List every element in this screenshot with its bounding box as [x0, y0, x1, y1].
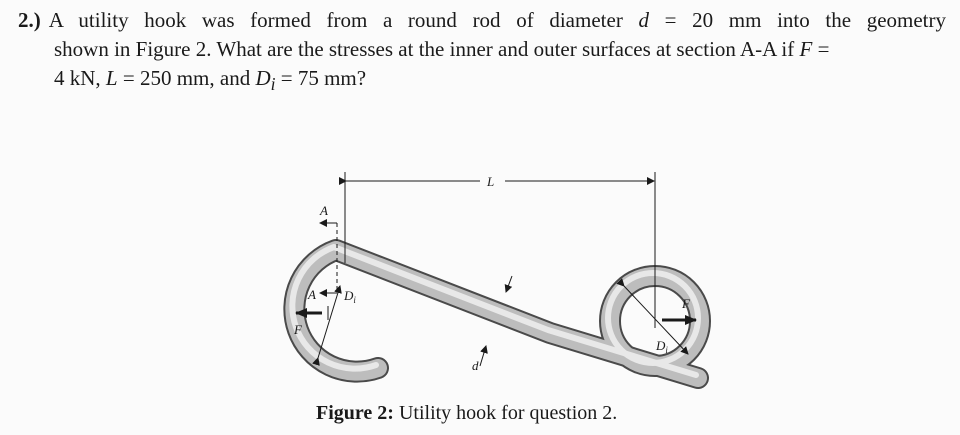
caption-prefix: Figure 2:	[316, 402, 394, 424]
var-L: L	[105, 66, 118, 90]
question-line-2: shown in Figure 2. What are the stresses…	[18, 35, 946, 64]
label-A-top: A	[319, 203, 328, 218]
dimension-Di-left	[312, 285, 342, 366]
question-line1-b: = 20 mm into the geometry	[648, 8, 947, 32]
figure-caption: Figure 2: Utility hook for question 2.	[316, 402, 617, 425]
question-line3-a: 4 kN,	[54, 66, 106, 90]
hook-figure: L A A Di F d Di F	[250, 168, 720, 393]
question-text: 2.) A utility hook was formed from a roun…	[18, 6, 946, 99]
question-line-3: 4 kN, L = 250 mm, and Di = 75 mm?	[18, 64, 946, 99]
caption-text: Utility hook for question 2.	[393, 402, 618, 424]
question-line3-c: = 75 mm?	[275, 66, 367, 90]
question-number: 2.)	[18, 8, 41, 32]
label-A-mid: A	[307, 287, 316, 302]
question-line3-b: = 250 mm, and	[117, 66, 256, 90]
var-D: D	[255, 66, 271, 90]
label-d: d	[472, 358, 479, 373]
hook-diagram: L A A Di F d Di F	[283, 172, 711, 389]
question-line1-a: A utility hook was formed from a round r…	[48, 8, 639, 32]
label-L: L	[486, 174, 494, 189]
question-line2-a: shown in Figure 2. What are the stresses…	[54, 37, 800, 61]
dimension-d-top	[504, 275, 513, 293]
var-d: d	[638, 8, 649, 32]
label-Di-right: Di	[655, 338, 668, 355]
question-line-1: 2.) A utility hook was formed from a roun…	[18, 6, 946, 35]
question-line2-b: =	[812, 37, 830, 61]
var-F: F	[799, 37, 813, 61]
dimension-Di-right	[616, 278, 689, 355]
label-F-left: F	[293, 322, 303, 337]
label-Di-left: Di	[343, 288, 356, 305]
dimension-d-bottom	[479, 345, 488, 367]
var-D-sub: i	[270, 74, 276, 95]
label-F-right: F	[681, 296, 691, 311]
hook-rod	[283, 239, 711, 389]
